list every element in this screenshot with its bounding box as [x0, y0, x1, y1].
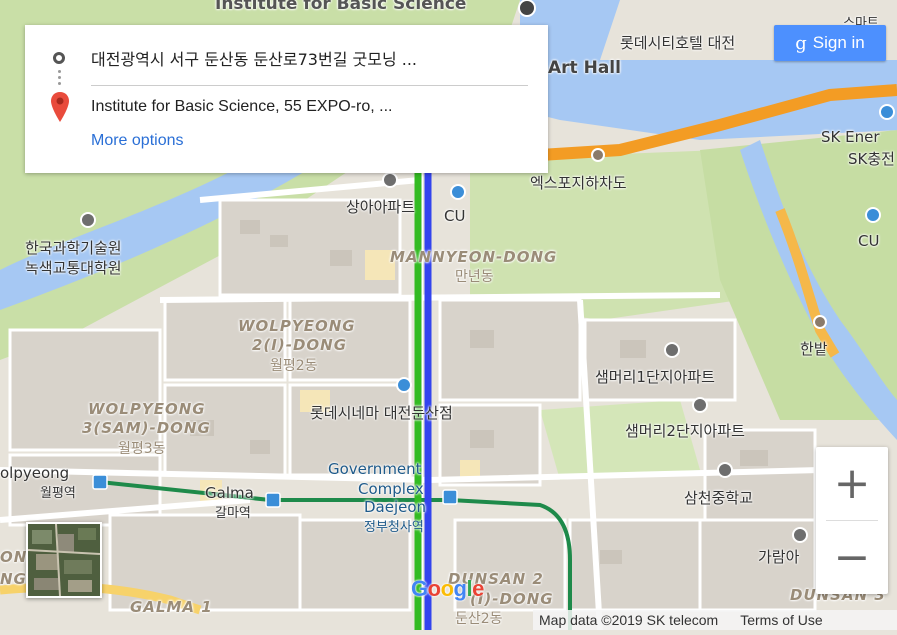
label-dunsan2-en1: DUNSAN 2: [448, 570, 544, 588]
destination-field[interactable]: Institute for Basic Science, 55 EXPO-ro,…: [91, 98, 393, 115]
zoom-in-button[interactable]: +: [833, 458, 871, 509]
label-wolpyeong3-en2: 3(SAM)-DONG: [82, 419, 211, 437]
label-expo-underpass: 엑스포지하차도: [530, 174, 627, 192]
label-kaist-1: 한국과학기술원: [25, 239, 122, 257]
label-samcheon-school: 삼천중학교: [684, 489, 754, 507]
label-ibs-top: Institute for Basic Science: [215, 0, 467, 14]
label-art-hall: Art Hall: [548, 58, 621, 78]
label-galma: Galma: [205, 484, 254, 502]
label-wolpyeong2-ko: 월평2동: [270, 358, 318, 374]
google-logo: Google: [411, 576, 484, 601]
more-options-link[interactable]: More options: [91, 132, 184, 149]
satellite-view-toggle[interactable]: [26, 522, 102, 598]
label-galma-ko: 갈마역: [215, 506, 251, 521]
label-cu-center: CU: [444, 207, 466, 225]
label-wolpyeong-station: olpyeong: [0, 464, 70, 482]
label-hanbat: 한밭: [800, 340, 828, 358]
subway-line: [99, 480, 572, 630]
directions-divider: [91, 85, 528, 86]
terms-of-use-link[interactable]: Terms of Use: [740, 612, 823, 628]
origin-circle-icon: [53, 52, 65, 64]
zoom-out-button[interactable]: −: [833, 532, 871, 583]
label-manyeon-en: MANNYEON-DONG: [390, 248, 558, 266]
label-wolpyeong2-en2: 2(I)-DONG: [252, 336, 348, 354]
label-saemeori-1: 샘머리1단지아파트: [595, 368, 715, 386]
label-lotte-cinema: 롯데시네마 대전둔산점: [310, 404, 453, 422]
origin-field[interactable]: 대전광역시 서구 둔산동 둔산로73번길 굿모닝 ...: [91, 50, 418, 69]
google-g-icon: g: [795, 32, 807, 54]
label-sk-station: SK충전: [848, 150, 895, 168]
label-gov-ko: 정부청사역: [364, 520, 424, 535]
label-garam: 가람아: [758, 548, 800, 566]
park-area: [470, 150, 740, 320]
label-manyeon-ko: 만년동: [455, 269, 494, 285]
sign-in-label: Sign in: [812, 33, 865, 52]
sign-in-button[interactable]: g Sign in: [774, 25, 886, 61]
label-saemeori-2: 샘머리2단지아파트: [625, 422, 745, 440]
map-data-credit: Map data ©2019 SK telecom: [539, 612, 719, 628]
label-gov-1: Government: [328, 460, 422, 478]
park-area: [540, 400, 700, 480]
directions-panel: 대전광역시 서구 둔산동 둔산로73번길 굿모닝 ... Institute f…: [25, 25, 548, 173]
label-sk-energy: SK Ener: [821, 128, 880, 146]
route-dots-icon: [57, 70, 61, 90]
label-cu-right: CU: [858, 232, 880, 250]
zoom-divider: [826, 520, 878, 521]
label-galma1-en1: GALMA 1: [130, 598, 213, 616]
label-sangah-apt: 상아아파트: [346, 198, 416, 216]
label-wolpyeong3-ko: 월평3동: [118, 441, 166, 457]
attribution-bar: Map data ©2019 SK telecom Terms of Use: [533, 610, 897, 630]
destination-pin-icon: [51, 92, 69, 122]
zoom-control: + −: [816, 447, 888, 594]
label-wolpyeong3-en1: WOLPYEONG: [88, 400, 206, 418]
label-wolpyeong-station-ko: 월평역: [40, 486, 76, 501]
label-lotte-hotel: 롯데시티호텔 대전: [620, 34, 736, 52]
satellite-thumbnail: [28, 524, 100, 596]
label-left-cut-2: NG: [0, 570, 27, 588]
label-dunsan2-ko: 둔산2동: [455, 611, 503, 627]
label-wolpyeong2-en1: WOLPYEONG: [238, 317, 356, 335]
label-kaist-2: 녹색교통대학원: [25, 259, 122, 277]
river: [520, 60, 897, 140]
label-gov-2: Complex: [358, 480, 424, 498]
label-gov-3: Daejeon: [364, 498, 427, 516]
label-dunsan2-en2: (I)-DONG: [470, 590, 554, 608]
